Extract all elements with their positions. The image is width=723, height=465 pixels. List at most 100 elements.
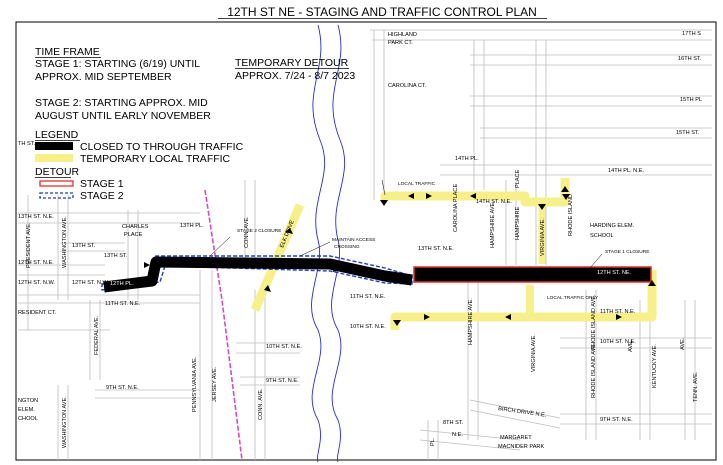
street-hampshire-1: HAMPSHIRE AVE. [490, 201, 496, 248]
creek [311, 24, 345, 463]
street-rhode-island-3: RHODE ISLAND AVE. [591, 342, 597, 398]
stage1-closure-label: STAGE 1 CLOSURE [605, 249, 649, 255]
legend-closed-swatch [35, 142, 73, 150]
street-12th-ne-e: 12TH ST. NE. [597, 270, 632, 276]
street-jersey-ave: JERSEY AVE. [212, 366, 218, 402]
traffic-arrows [118, 186, 656, 326]
harding-line2: SCHOOL [590, 233, 614, 239]
street-ave-fragment-2: AVE. [628, 339, 634, 352]
street-hampshire-2: HAMPSHIRE [515, 206, 521, 240]
maintain-access-line2: CROSSING [334, 244, 360, 250]
stage2-detour [101, 255, 413, 291]
legend-stage1-swatch [39, 180, 74, 187]
washington-elem-line1: NGTON [18, 398, 38, 404]
harding-line1: HARDING ELEM. [590, 223, 635, 229]
time-frame-heading: TIME FRAME [35, 46, 100, 58]
street-kentucky: KENTUCKY AVE. [652, 344, 658, 388]
leader-lines [209, 179, 603, 269]
street-14th-ne: 14TH ST. N.E. [476, 199, 512, 205]
street-president-ave: PRESIDENT AVE. [26, 222, 32, 268]
street-rhode-island-2: RHODE ISLAND AVE. [591, 294, 597, 350]
charles-line1: CHARLES [122, 224, 149, 230]
street-labels: HIGHLAND PARK CT. CAROLINA CT. 17TH S 16… [18, 31, 702, 450]
street-ave-fragment: AVE. [680, 337, 686, 350]
street-12th-nw-a: 12TH ST. N.W. [18, 280, 55, 286]
street-tenn: TENN. AVE. [693, 371, 699, 402]
street-10th-ne-c: 10TH ST. N.E. [266, 344, 302, 350]
street-rhode-island-1: RHODE ISLAND [568, 194, 574, 236]
street-virginia-2: VIRGINIA AVE. [531, 334, 537, 372]
washington-elem-line3: CHOOL [18, 416, 38, 422]
street-13th-w: 13TH ST. [72, 243, 96, 249]
annotations: STAGE 2 CLOSURE MAINTAIN ACCESS CROSSING… [237, 181, 649, 301]
street-11th-ne-e: 11TH ST. N.E. [600, 309, 636, 315]
street-ne-fragment: N.E. [452, 432, 463, 438]
stage2-closure-label: STAGE 2 CLOSURE [237, 228, 281, 234]
map-frame [15, 21, 717, 461]
street-th-st: TH ST. [18, 141, 36, 147]
legend-stage2-swatch [39, 192, 74, 199]
street-13th-ne-w: 13TH ST. N.E. [18, 214, 54, 220]
street-13th-st: 13TH ST. [104, 253, 128, 259]
street-11th-ne-c: 11TH ST. N.E. [350, 294, 386, 300]
street-14th-pl: 14TH PL. [455, 156, 479, 162]
street-virginia-1: VIRGINIA AVE. [540, 218, 546, 256]
legend-heading: LEGEND [35, 129, 79, 141]
street-resident-ct: RESIDENT CT. [18, 310, 57, 316]
railroad [204, 189, 243, 461]
legend-detour-heading: DETOUR [35, 166, 80, 178]
stage1-line1: STAGE 1: STARTING (6/19) UNTIL [35, 58, 200, 70]
street-9th-ne-e: 9TH ST. N.E. [600, 417, 633, 423]
detour-dates: APPROX. 7/24 - 8/7 2023 [235, 70, 355, 82]
legend-stage1-label: STAGE 1 [80, 178, 124, 190]
street-9th-ne-w: 9TH ST. N.E. [106, 385, 139, 391]
street-labels-vertical: PRESIDENT AVE. WASHINGTON AVE. WASHINGTO… [26, 169, 699, 448]
stage2-line2: AUGUST UNTIL EARLY NOVEMBER [35, 110, 211, 122]
temporary-detour-note: TEMPORARY DETOUR APPROX. 7/24 - 8/7 2023 [235, 57, 355, 82]
margaret-line2: MACNIDER PARK [498, 444, 544, 450]
street-13th-ne-c: 13TH ST. N.E. [418, 246, 454, 252]
street-9th-ne-c: 9TH ST. N.E. [266, 378, 299, 384]
street-12th-ne-w: 12TH ST. N.E. [18, 260, 54, 266]
margaret-line1: MARGARET [500, 435, 532, 441]
street-17th: 17TH S [682, 31, 701, 37]
street-highland-park-1: HIGHLAND [388, 32, 417, 38]
street-16th: 16TH ST. [678, 56, 702, 62]
street-hampshire-3: HAMPSHIRE AVE. [468, 298, 474, 345]
street-pennsylvania-ave: PENNSYLVANIA AVE. [192, 356, 198, 412]
time-frame-block: TIME FRAME STAGE 1: STARTING (6/19) UNTI… [35, 46, 211, 122]
closed-roads [103, 256, 652, 293]
street-11th-ne-w: 11TH ST. N.E. [105, 301, 141, 307]
plan-title: 12TH ST NE - STAGING AND TRAFFIC CONTROL… [227, 5, 537, 19]
legend-local-label: TEMPORARY LOCAL TRAFFIC [80, 153, 231, 165]
legend-closed-label: CLOSED TO THROUGH TRAFFIC [80, 141, 244, 153]
street-washington-ave: WASHINGTON AVE. [62, 216, 68, 268]
street-13th-pl: 13TH PL. [180, 223, 204, 229]
street-pl-fragment: PL. [430, 437, 436, 446]
street-8th: 8TH ST. [443, 420, 464, 426]
street-grid [18, 29, 712, 460]
legend-local-swatch [35, 154, 73, 162]
washington-elem-line2: ELEM. [18, 407, 35, 413]
street-10th-ne-e: 10TH ST. N.E. [600, 339, 636, 345]
street-14th-pl-ne: 14TH PL. N.E. [608, 168, 645, 174]
street-conn-ave: CONN. AVE. [244, 216, 250, 248]
maintain-access-line1: MAINTAIN ACCESS [332, 237, 375, 243]
street-12th-pl: 12TH PL. [110, 281, 134, 287]
street-place: PLACE [515, 169, 521, 188]
street-15th-pl: 15TH PL [680, 97, 702, 103]
local-traffic-only-label: LOCAL TRAFFIC ONLY [547, 295, 599, 301]
street-12th-nw-b: 12TH ST. N.W. [72, 280, 109, 286]
street-10th-ne-w: 10TH ST. N.E. [350, 324, 386, 330]
local-traffic-label: LOCAL TRAFFIC [398, 181, 436, 187]
detour-heading: TEMPORARY DETOUR [235, 57, 349, 69]
stage1-line2: APPROX. MID SEPTEMBER [35, 71, 172, 83]
legend-stage2-label: STAGE 2 [80, 190, 124, 202]
street-conn-ave-2: CONN. AVE. [258, 388, 264, 420]
street-federal-ave: FEDERAL AVE. [94, 315, 100, 355]
street-highland-park-2: PARK CT. [388, 40, 413, 46]
charles-line2: PLACE [124, 232, 143, 238]
street-carolina-place: CAROLINA PLACE [453, 184, 459, 232]
street-15th: 15TH ST. [676, 130, 700, 136]
